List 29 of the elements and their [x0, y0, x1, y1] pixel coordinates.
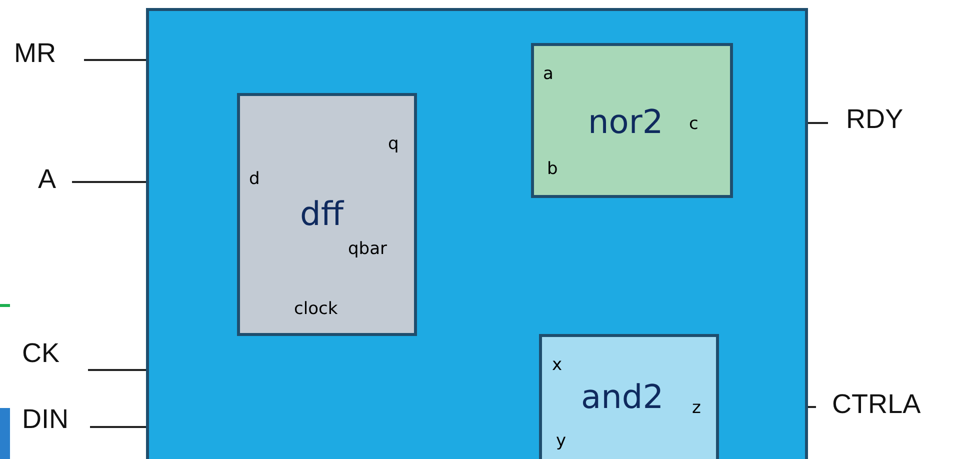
- pin-label: y: [556, 433, 566, 450]
- pin-label: q: [388, 136, 399, 153]
- pin-label: c: [689, 116, 698, 133]
- wire: [808, 122, 828, 124]
- pin-label: clock: [294, 301, 338, 318]
- port-label: RDY: [846, 106, 904, 134]
- component-box: [237, 93, 417, 336]
- component-name: and2: [581, 381, 664, 414]
- module-block: [146, 8, 808, 459]
- port-label: CTRLA: [832, 391, 921, 418]
- component-box: [539, 334, 719, 459]
- pin-label: qbar: [348, 241, 387, 258]
- wire: [808, 406, 816, 408]
- wire: [72, 181, 146, 183]
- port-label: DIN: [22, 406, 69, 434]
- wire: [84, 59, 146, 61]
- pin-label: x: [552, 357, 562, 374]
- pin-label: d: [249, 171, 260, 188]
- component-name: nor2: [588, 106, 664, 139]
- port-label: A: [38, 166, 56, 194]
- port-label: CK: [22, 340, 60, 368]
- component-name: dff: [300, 198, 344, 231]
- pin-label: a: [543, 66, 554, 83]
- pin-label: z: [692, 400, 701, 417]
- pin-label: b: [547, 161, 558, 178]
- component-box: [531, 43, 733, 198]
- port-label: MR: [14, 40, 56, 68]
- wire: [90, 426, 146, 428]
- wire: [88, 369, 146, 371]
